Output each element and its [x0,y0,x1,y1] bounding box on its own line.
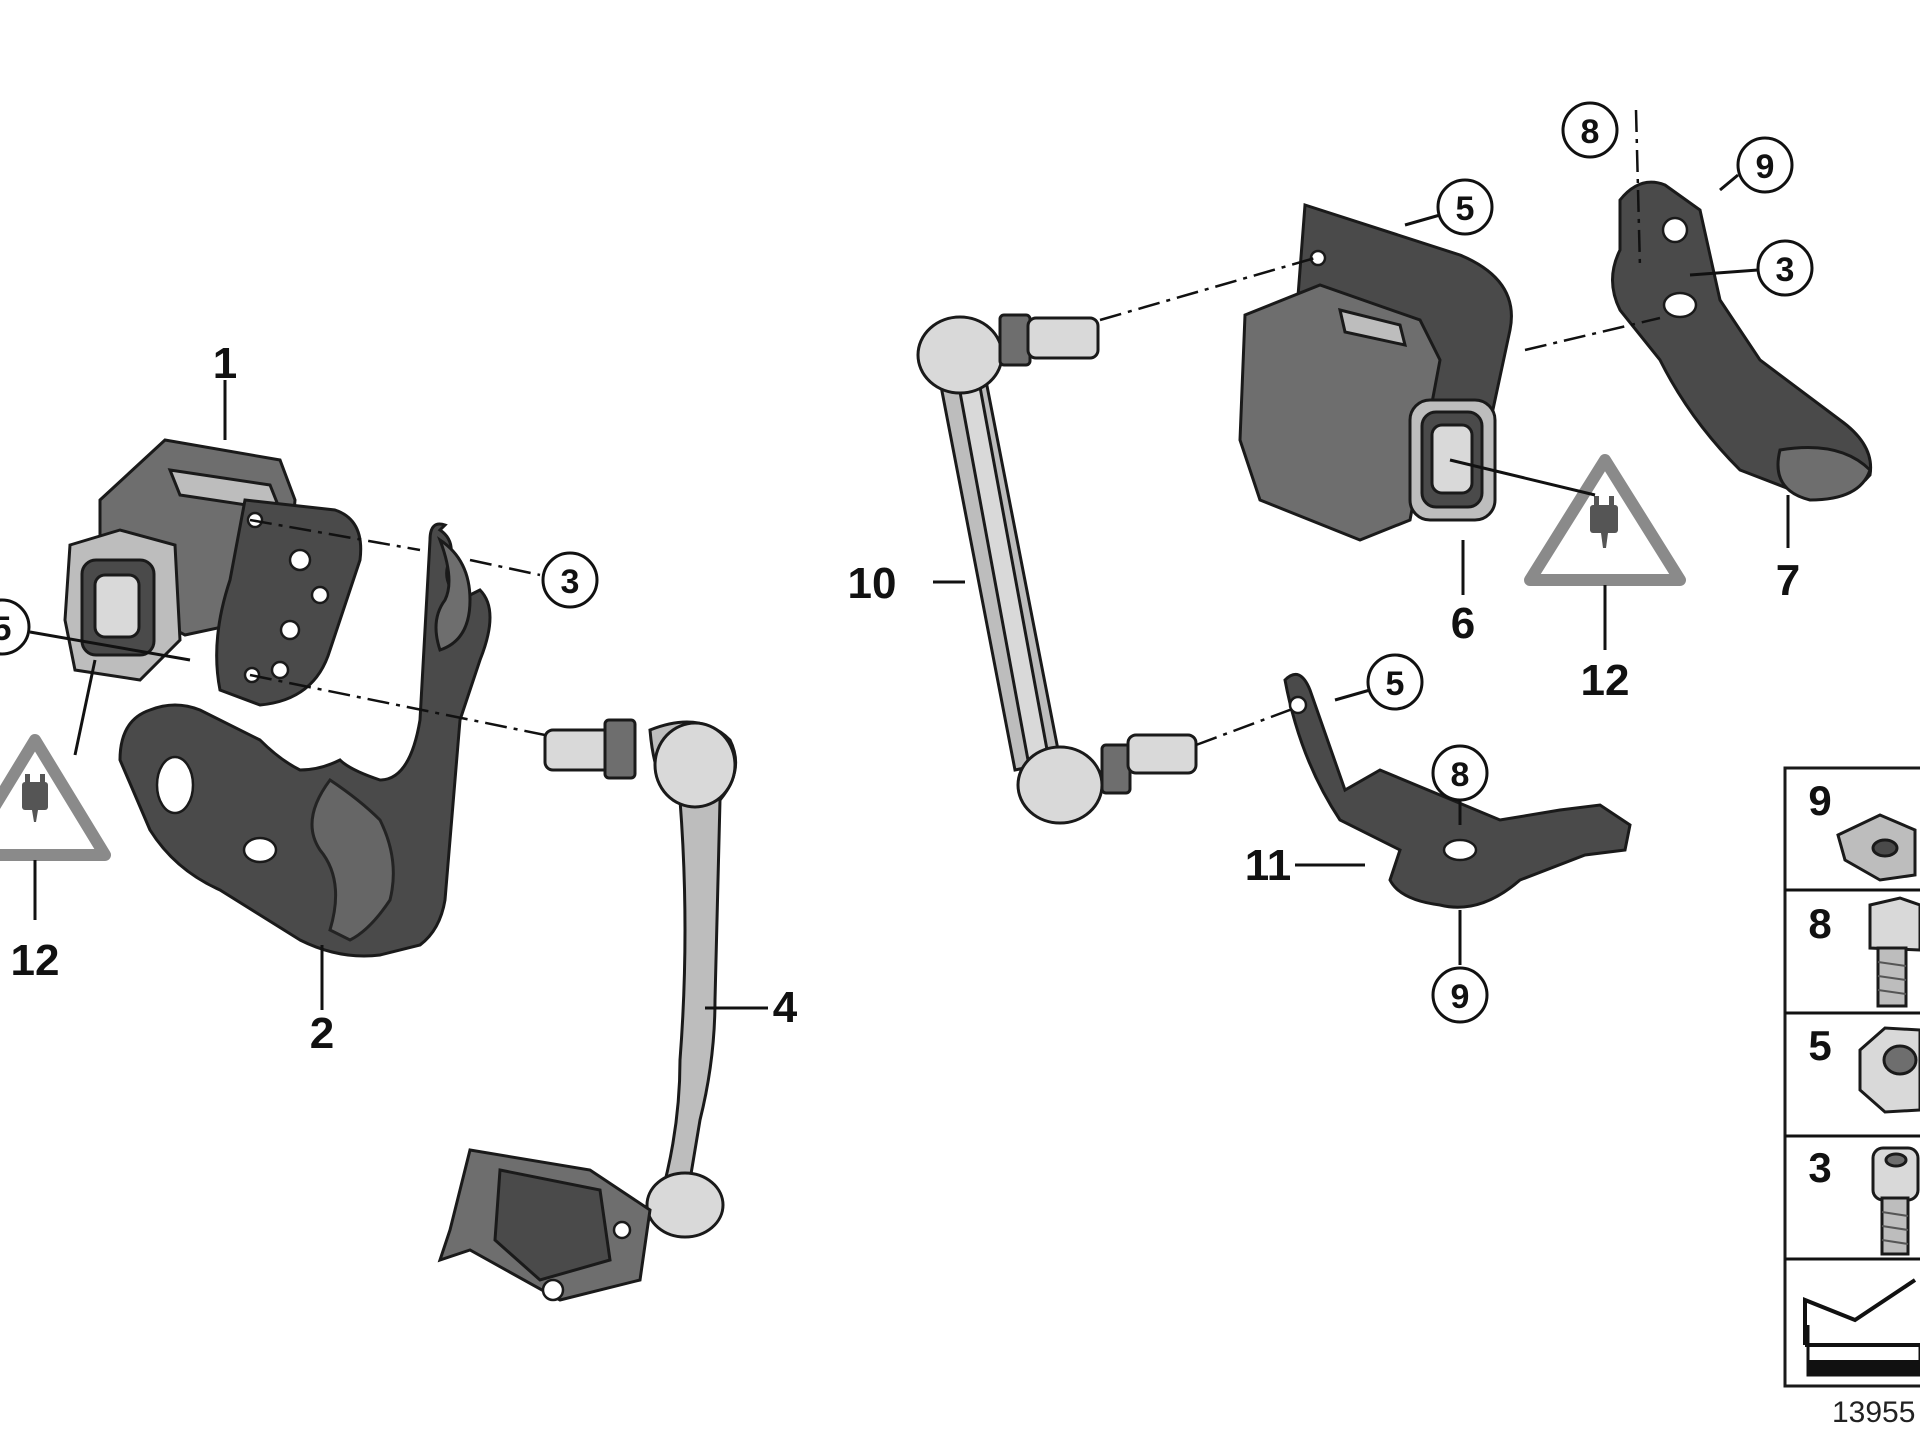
legend-row-8: 8 [1808,896,1920,1008]
callouts: 1 2 4 12 10 6 12 7 11 3 5 5 8 9 [0,101,1814,1058]
clip-nut-icon [1836,813,1917,882]
electrical-warning-right [1524,454,1686,586]
legend-row-3: 3 [1808,1144,1920,1256]
left-assembly [0,380,768,1302]
bracket-part-11 [1283,672,1632,909]
callout-9-top: 9 [1736,136,1794,194]
socket-screw-icon [1871,1146,1920,1256]
callout-8-bottom: 8 [1431,744,1489,802]
dash-top-bolt [1099,256,1316,322]
callout-11: 11 [1245,841,1292,890]
bracket-part-2 [118,522,492,958]
callout-9-bottom: 9 [1431,966,1489,1024]
right-assembly [916,109,1873,965]
leader-12b-connector [1449,458,1596,497]
callout-3-right: 3 [1756,239,1814,297]
svg-text:5: 5 [1456,190,1475,228]
svg-text:5: 5 [1808,1022,1831,1069]
callout-12-left: 12 [11,936,60,985]
leader-3b [1689,268,1759,277]
svg-text:5: 5 [0,610,11,648]
dash-bracket-screw [1524,316,1661,352]
leader-5b [1404,213,1441,227]
svg-text:3: 3 [1776,251,1795,289]
callout-2: 2 [310,1009,334,1058]
bracket-part-7 [1611,180,1873,502]
hex-nut-icon [1858,1026,1920,1114]
legend-row-5: 5 [1808,1022,1920,1114]
callout-8-top: 8 [1561,101,1619,159]
callout-3-left: 3 [541,551,599,609]
dash-screw-3-top [249,518,421,552]
hardware-legend: 9 8 5 3 [1783,766,1920,1388]
callout-1: 1 [213,339,237,388]
diagram-ref-number: 13955 [1832,1396,1915,1429]
svg-text:9: 9 [1808,777,1831,824]
leader-9a [1719,173,1739,192]
link-rod-part-4 [437,718,738,1302]
callout-5-top-right: 5 [1436,178,1494,236]
direction-arrow-icon [1803,1278,1920,1377]
svg-text:5: 5 [1386,665,1405,703]
svg-text:9: 9 [1451,978,1470,1016]
electrical-warning-left [0,734,111,861]
dash-bottom-bolt [1195,706,1296,747]
dash-screw-3-right [469,558,541,577]
callout-5-bottom-right: 5 [1366,653,1424,711]
callout-10: 10 [848,559,897,608]
svg-text:8: 8 [1451,756,1470,794]
dash-rod-connection [249,673,546,737]
leader-5c [1334,688,1371,702]
svg-text:8: 8 [1581,113,1600,151]
hex-bolt-icon [1868,896,1920,1008]
svg-text:3: 3 [561,563,580,601]
leader-12a-upper [73,659,97,756]
dash-bolt-8-vertical [1634,109,1642,269]
leader-5a [29,630,191,662]
svg-text:8: 8 [1808,900,1831,947]
link-rod-part-10 [916,313,1198,825]
svg-text:3: 3 [1808,1144,1831,1191]
sensor-part-1 [63,438,363,707]
callout-6: 6 [1451,599,1475,648]
legend-row-9: 9 [1808,777,1917,882]
sensor-part-6 [1238,202,1513,542]
callout-4: 4 [773,983,798,1032]
callout-12-right: 12 [1581,656,1630,705]
callout-7: 7 [1776,556,1800,605]
svg-text:9: 9 [1756,148,1775,186]
callout-5-left: 5 [0,598,31,656]
